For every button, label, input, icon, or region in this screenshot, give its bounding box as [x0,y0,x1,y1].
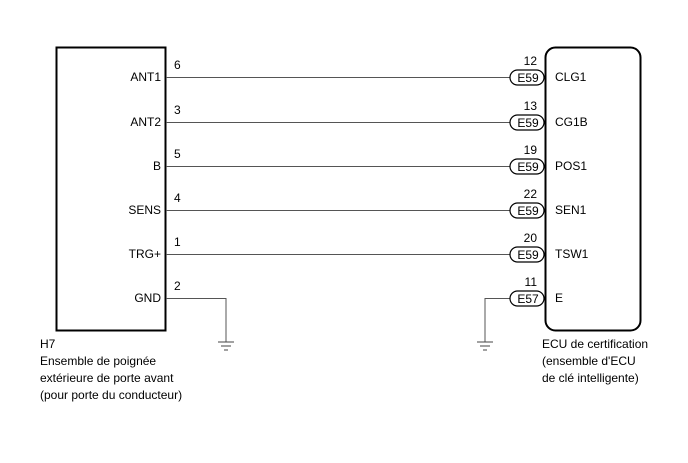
connector-label: E59 [517,116,539,130]
connector-oval [509,114,545,131]
right-pin-number: 22 [524,187,538,201]
wire-ground-right [484,298,510,342]
right-pin-number: 12 [524,54,538,68]
right-pin-number: 13 [524,99,538,113]
right-terminal-label: CG1B [555,115,588,129]
left-terminal-label: TRG+ [129,247,161,261]
right-component-name-line: ECU de certification [542,337,649,351]
left-pin-number: 3 [174,103,181,117]
right-terminal-label: POS1 [555,159,587,173]
left-component-caption: H7 Ensemble de poignée extérieure de por… [40,336,182,404]
connector-oval [509,69,545,86]
right-component-name-line: de clé intelligente) [542,371,639,385]
connector-label: E59 [517,160,539,174]
left-component-code: H7 [40,337,56,351]
connector-oval [509,290,545,307]
right-component-caption: ECU de certification (ensemble d'ECU de … [542,336,648,387]
connector-oval [509,202,545,219]
left-component-name-line: extérieure de porte avant [40,371,174,385]
right-pin-number: 11 [525,275,538,289]
right-terminal-label: TSW1 [555,247,589,261]
right-pin-number: 19 [524,143,538,157]
left-component-name-line: (pour porte du conducteur) [40,388,183,402]
connector-label: E59 [517,248,539,262]
connector-oval [509,246,545,263]
wire-ground-left [166,298,227,342]
right-terminal-label: CLG1 [555,70,587,84]
connector-label: E59 [517,204,539,218]
left-terminal-label: GND [134,291,161,305]
connector-label: E59 [517,71,539,85]
ground-icon-left [218,341,234,351]
left-pin-number: 6 [174,58,181,72]
connector-label: E57 [517,292,539,306]
left-terminal-label: ANT1 [130,70,161,84]
connector-oval [509,158,545,175]
right-terminal-label: SEN1 [555,203,587,217]
right-pin-number: 20 [524,231,538,245]
left-pin-number: 4 [174,191,181,205]
left-pin-number: 2 [174,279,181,293]
right-component-name-line: (ensemble d'ECU [542,354,636,368]
left-terminal-label: ANT2 [130,115,161,129]
left-component-name-line: Ensemble de poignée [40,354,157,368]
left-terminal-label: B [153,159,161,173]
right-component-box [544,46,642,332]
right-terminal-label: E [555,291,563,305]
left-terminal-label: SENS [128,203,161,217]
left-pin-number: 1 [174,235,181,249]
left-component-box [55,46,167,332]
left-pin-number: 5 [174,147,181,161]
ground-icon-right [477,341,493,351]
